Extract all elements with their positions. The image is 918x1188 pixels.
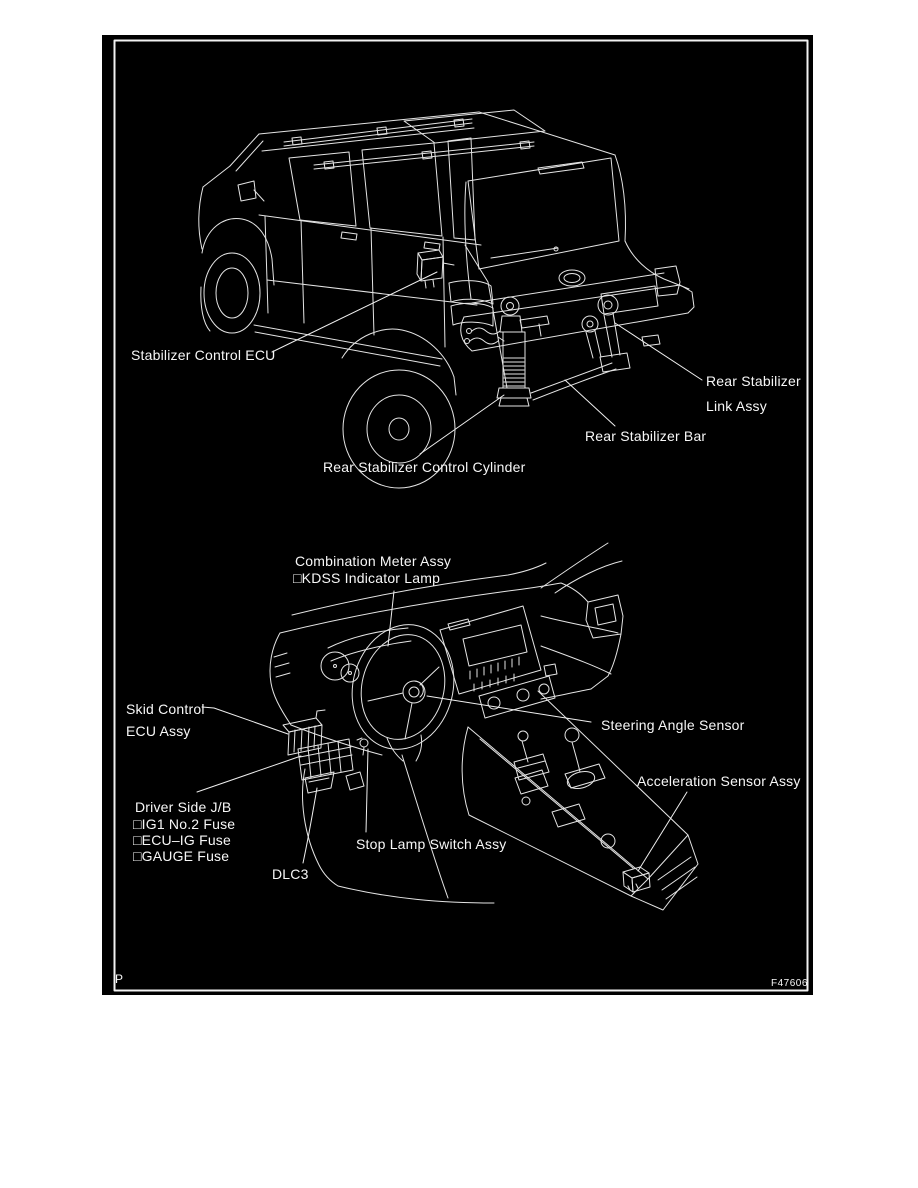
page-marker: P bbox=[115, 972, 124, 986]
label-steering-angle-sensor: Steering Angle Sensor bbox=[601, 717, 745, 733]
figure-code: F47606 bbox=[771, 978, 808, 989]
dashboard-body bbox=[269, 542, 624, 904]
component-location-figure bbox=[113, 39, 809, 992]
steering-wheel-drawing bbox=[351, 624, 455, 762]
frame-border bbox=[113, 39, 809, 992]
label-rear-stabilizer-link-line1: Rear Stabilizer bbox=[706, 373, 801, 389]
label-skid-control-line2: ECU Assy bbox=[126, 723, 191, 739]
diagram-panel: Stabilizer Control ECU Rear Stabilizer L… bbox=[102, 35, 813, 995]
suv-body bbox=[198, 109, 695, 389]
label-combination-meter-assy: Combination Meter Assy bbox=[295, 553, 452, 569]
center-console-drawing bbox=[461, 690, 699, 911]
label-stop-lamp-switch-assy: Stop Lamp Switch Assy bbox=[356, 836, 507, 852]
label-ecu-ig-fuse: □ECU–IG Fuse bbox=[133, 832, 231, 848]
label-rear-stabilizer-control-cylinder: Rear Stabilizer Control Cylinder bbox=[323, 459, 526, 475]
label-skid-control-line1: Skid Control bbox=[126, 701, 205, 717]
instrument-panel-illustration bbox=[196, 542, 699, 911]
underdash-components-drawing bbox=[282, 709, 369, 794]
label-driver-side-jb: Driver Side J/B bbox=[135, 799, 232, 815]
label-rear-stabilizer-bar: Rear Stabilizer Bar bbox=[585, 428, 707, 444]
suv-rear-view-illustration bbox=[198, 109, 703, 489]
top-leader-lines bbox=[271, 271, 703, 455]
label-kdss-indicator-lamp: □KDSS Indicator Lamp bbox=[293, 570, 441, 586]
label-stabilizer-control-ecu: Stabilizer Control ECU bbox=[131, 347, 276, 363]
label-dlc3: DLC3 bbox=[272, 866, 309, 882]
label-rear-stabilizer-link-line2: Link Assy bbox=[706, 398, 767, 414]
label-gauge-fuse: □GAUGE Fuse bbox=[133, 848, 230, 864]
suv-wheels bbox=[203, 252, 457, 489]
bottom-leader-lines bbox=[196, 590, 688, 872]
rear-stabilizer-components-drawing bbox=[464, 294, 631, 407]
label-ig1-no2-fuse: □IG1 No.2 Fuse bbox=[133, 816, 236, 832]
label-acceleration-sensor-assy: Acceleration Sensor Assy bbox=[637, 773, 801, 789]
stabilizer-control-ecu-drawing bbox=[416, 249, 455, 289]
